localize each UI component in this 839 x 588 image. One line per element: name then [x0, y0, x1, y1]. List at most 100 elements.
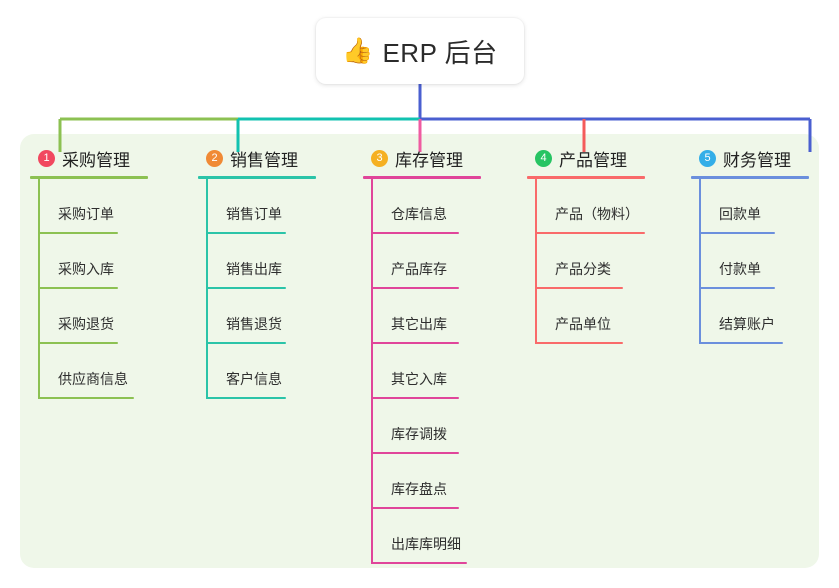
branch-underline: [527, 176, 645, 179]
branch-item-label: 产品（物料）: [555, 206, 639, 222]
branch-item-label: 销售出库: [226, 261, 282, 277]
branch-title: 采购管理: [62, 150, 130, 170]
branch-item-underline: [535, 232, 645, 234]
branch-item-label: 采购入库: [58, 261, 114, 277]
branch-item[interactable]: 采购退货: [30, 289, 148, 344]
branch-item[interactable]: 供应商信息: [30, 344, 148, 399]
branch-header-4[interactable]: 4 产品管理: [527, 146, 645, 170]
branch-item[interactable]: 库存调拨: [363, 399, 481, 454]
branch-item[interactable]: 产品单位: [527, 289, 645, 344]
branch-item[interactable]: 采购入库: [30, 234, 148, 289]
branch-number-badge: 2: [206, 149, 223, 167]
branch-item-underline: [38, 287, 118, 289]
branch-item-underline: [371, 232, 459, 234]
branch-item[interactable]: 付款单: [691, 234, 809, 289]
branch-column-3: 3 库存管理仓库信息产品库存其它出库其它入库库存调拨库存盘点出库库明细: [363, 146, 481, 564]
branch-item-underline: [699, 342, 783, 344]
branch-item[interactable]: 产品分类: [527, 234, 645, 289]
branch-item-underline: [535, 287, 623, 289]
branch-item-label: 采购退货: [58, 316, 114, 332]
branch-item-label: 产品分类: [555, 261, 611, 277]
root-node-title: ERP 后台: [382, 37, 498, 68]
branch-title: 库存管理: [395, 150, 463, 170]
branch-header-1[interactable]: 1 采购管理: [30, 146, 148, 170]
branch-item-list: 回款单付款单结算账户: [691, 179, 809, 344]
branch-item-label: 销售退货: [226, 316, 282, 332]
branch-item-underline: [535, 342, 623, 344]
branch-item-list: 采购订单采购入库采购退货供应商信息: [30, 179, 148, 399]
branch-item-underline: [206, 342, 286, 344]
branch-spine: [699, 179, 701, 344]
branch-item[interactable]: 采购订单: [30, 179, 148, 234]
branch-item-underline: [38, 342, 118, 344]
branch-item[interactable]: 销售退货: [198, 289, 316, 344]
branch-spine: [371, 179, 373, 564]
branch-number-badge: 5: [699, 149, 716, 167]
branch-item-label: 库存调拨: [391, 426, 447, 442]
branch-item-underline: [371, 507, 459, 509]
branch-spine: [206, 179, 208, 399]
branch-underline: [363, 176, 481, 179]
branch-title: 产品管理: [559, 150, 627, 170]
branch-item-underline: [371, 342, 459, 344]
branch-item-label: 付款单: [719, 261, 761, 277]
branch-header-3[interactable]: 3 库存管理: [363, 146, 481, 170]
branch-underline: [30, 176, 148, 179]
branch-item-underline: [371, 287, 459, 289]
branch-item-label: 产品单位: [555, 316, 611, 332]
branch-item[interactable]: 产品库存: [363, 234, 481, 289]
branch-item[interactable]: 回款单: [691, 179, 809, 234]
branch-spine: [38, 179, 40, 399]
branch-item-underline: [206, 287, 286, 289]
branch-item[interactable]: 销售出库: [198, 234, 316, 289]
branch-underline: [691, 176, 809, 179]
branch-item-underline: [371, 397, 459, 399]
branch-item[interactable]: 结算账户: [691, 289, 809, 344]
branch-item-label: 其它出库: [391, 316, 447, 332]
branch-underline: [198, 176, 316, 179]
branch-title: 销售管理: [230, 150, 298, 170]
branch-item-label: 回款单: [719, 206, 761, 222]
branch-column-1: 1 采购管理采购订单采购入库采购退货供应商信息: [30, 146, 148, 399]
branch-item-label: 产品库存: [391, 261, 447, 277]
branch-item-label: 出库库明细: [391, 536, 461, 552]
branch-item-list: 销售订单销售出库销售退货客户信息: [198, 179, 316, 399]
branch-header-2[interactable]: 2 销售管理: [198, 146, 316, 170]
branch-item-list: 产品（物料） 产品分类产品单位: [527, 179, 645, 344]
branch-number-badge: 1: [38, 149, 55, 167]
branch-item-label: 仓库信息: [391, 206, 447, 222]
branch-item-underline: [206, 397, 286, 399]
branch-spine: [535, 179, 537, 344]
branch-column-4: 4 产品管理产品（物料） 产品分类产品单位: [527, 146, 645, 344]
branch-item-underline: [206, 232, 286, 234]
branch-item-label: 销售订单: [226, 206, 282, 222]
branch-item[interactable]: 产品（物料）: [527, 179, 645, 234]
diagram-background-panel: [20, 134, 819, 568]
branch-item-underline: [38, 397, 134, 399]
branch-item[interactable]: 其它出库: [363, 289, 481, 344]
branch-item[interactable]: 其它入库: [363, 344, 481, 399]
branch-item[interactable]: 销售订单: [198, 179, 316, 234]
branch-item-label: 结算账户: [719, 316, 775, 332]
branch-number-badge: 3: [371, 149, 388, 167]
branch-number-badge: 4: [535, 149, 552, 167]
branch-item-underline: [699, 232, 775, 234]
branch-item[interactable]: 出库库明细: [363, 509, 481, 564]
thumbs-up-icon: 👍: [342, 36, 374, 65]
branch-item-underline: [699, 287, 775, 289]
root-node[interactable]: 👍 ERP 后台: [316, 18, 524, 84]
branch-item[interactable]: 客户信息: [198, 344, 316, 399]
branch-column-2: 2 销售管理销售订单销售出库销售退货客户信息: [198, 146, 316, 399]
branch-item-underline: [371, 452, 459, 454]
branch-item-underline: [38, 232, 118, 234]
branch-item-label: 其它入库: [391, 371, 447, 387]
branch-item-underline: [371, 562, 467, 564]
branch-item-label: 库存盘点: [391, 481, 447, 497]
branch-item-label: 供应商信息: [58, 371, 128, 387]
branch-item-list: 仓库信息产品库存其它出库其它入库库存调拨库存盘点出库库明细: [363, 179, 481, 564]
branch-item[interactable]: 仓库信息: [363, 179, 481, 234]
branch-item[interactable]: 库存盘点: [363, 454, 481, 509]
